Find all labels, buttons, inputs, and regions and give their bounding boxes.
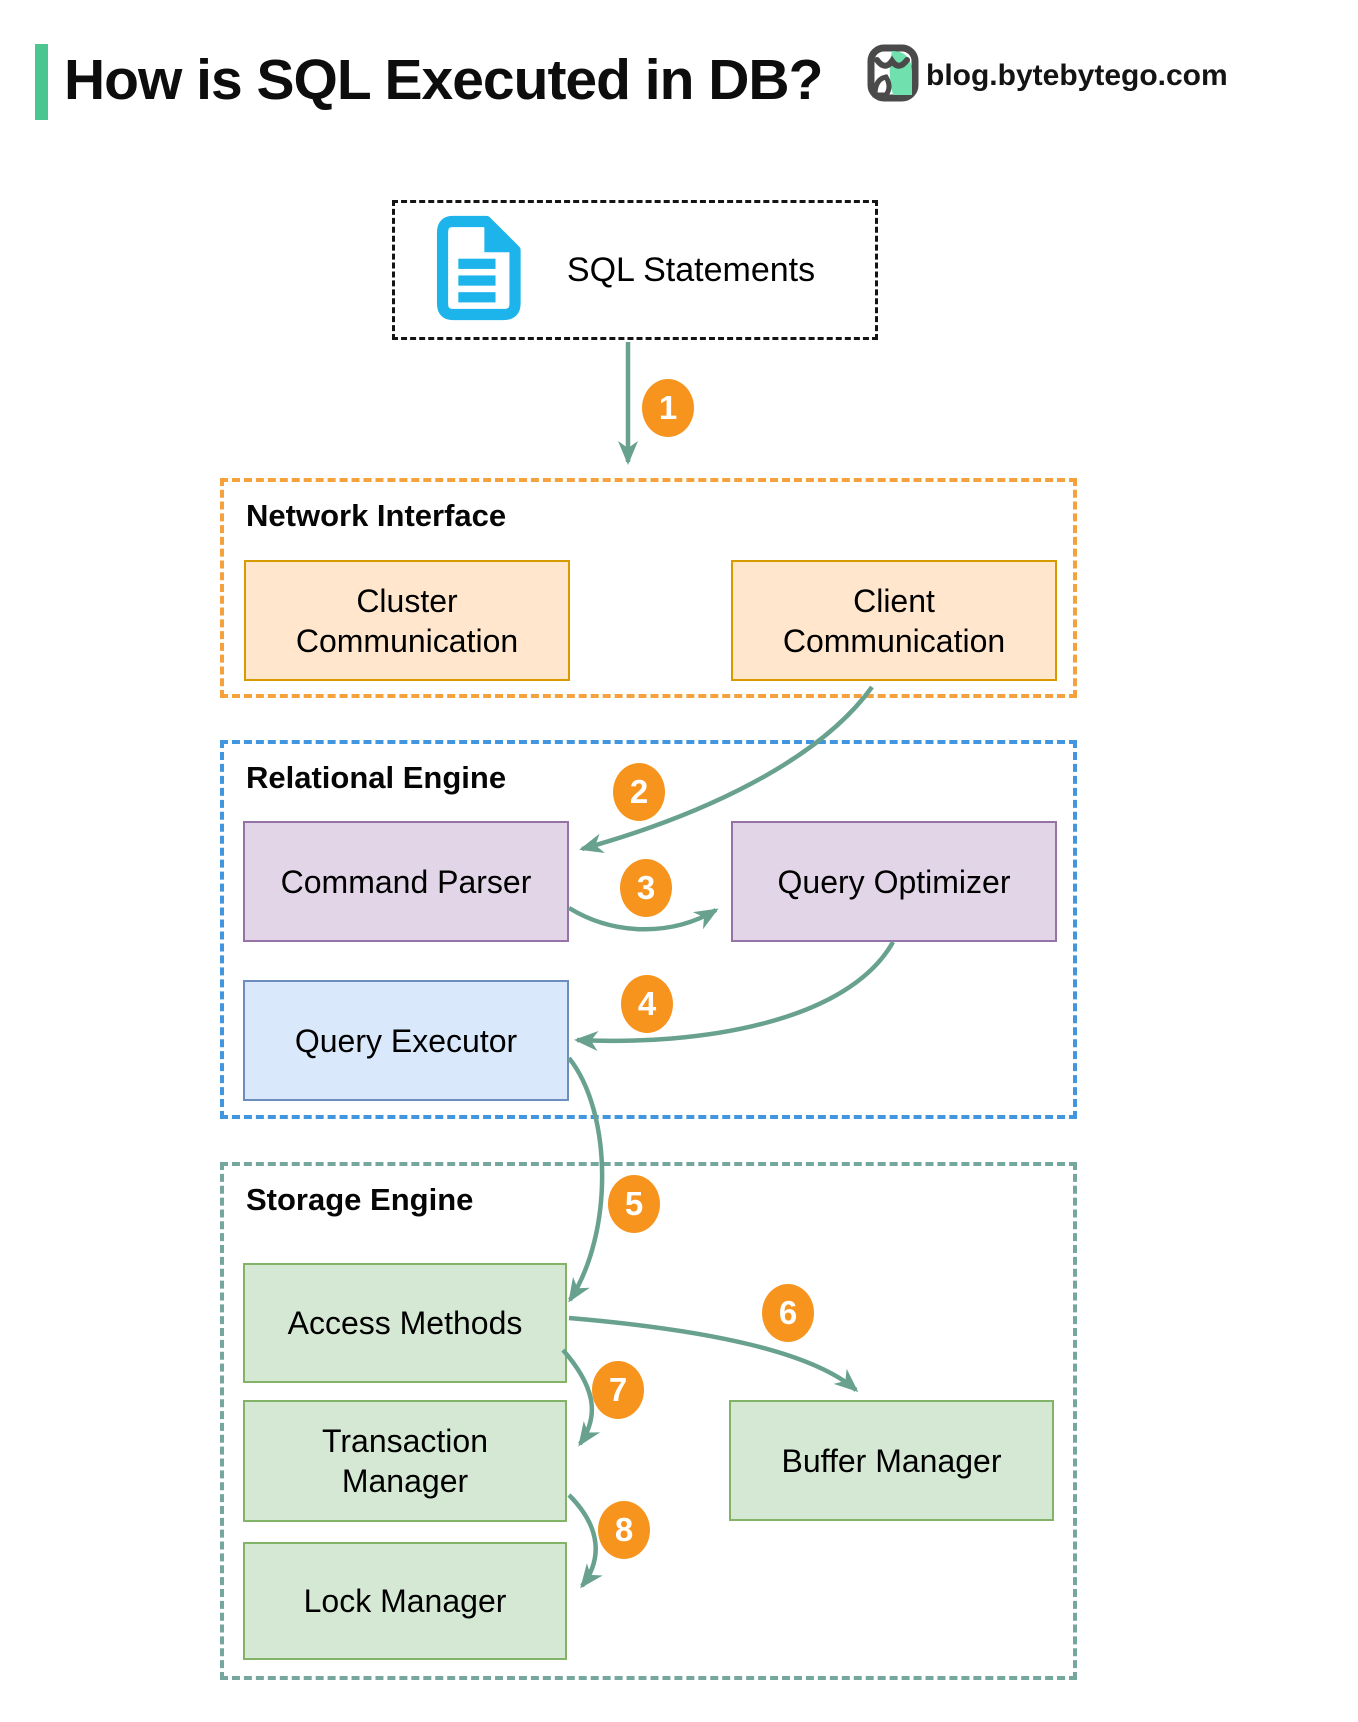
node-command-parser: Command Parser [243, 821, 569, 942]
page-title: How is SQL Executed in DB? [64, 48, 823, 112]
section-label-network-interface: Network Interface [246, 498, 507, 533]
title-accent-bar [35, 44, 48, 120]
site-label: blog.bytebytego.com [926, 58, 1228, 92]
section-label-relational-engine: Relational Engine [246, 760, 507, 795]
node-query-executor: Query Executor [243, 980, 569, 1101]
step-badge-6: 6 [762, 1284, 814, 1342]
node-buffer-manager: Buffer Manager [729, 1400, 1054, 1521]
section-label-storage-engine: Storage Engine [246, 1182, 474, 1217]
step-badge-7: 7 [592, 1361, 644, 1419]
node-lock-manager: Lock Manager [243, 1542, 567, 1660]
step-badge-3: 3 [620, 859, 672, 917]
node-transaction-manager: Transaction Manager [243, 1400, 567, 1522]
node-query-optimizer: Query Optimizer [731, 821, 1057, 942]
step-badge-4: 4 [621, 975, 673, 1033]
section-storage-engine: Storage Engine [220, 1162, 1077, 1680]
bytebytego-owl-logo-icon [866, 44, 920, 107]
step-badge-8: 8 [598, 1501, 650, 1559]
sql-statements-label: SQL Statements [566, 250, 816, 289]
step-badge-2: 2 [613, 763, 665, 821]
sql-statements-box: SQL Statements [392, 200, 878, 340]
document-icon [427, 215, 525, 326]
node-cluster-communication: Cluster Communication [244, 560, 570, 681]
step-badge-1: 1 [642, 379, 694, 437]
step-badge-5: 5 [608, 1175, 660, 1233]
node-client-communication: Client Communication [731, 560, 1057, 681]
node-access-methods: Access Methods [243, 1263, 567, 1383]
site-logo: blog.bytebytego.com [866, 44, 1228, 107]
